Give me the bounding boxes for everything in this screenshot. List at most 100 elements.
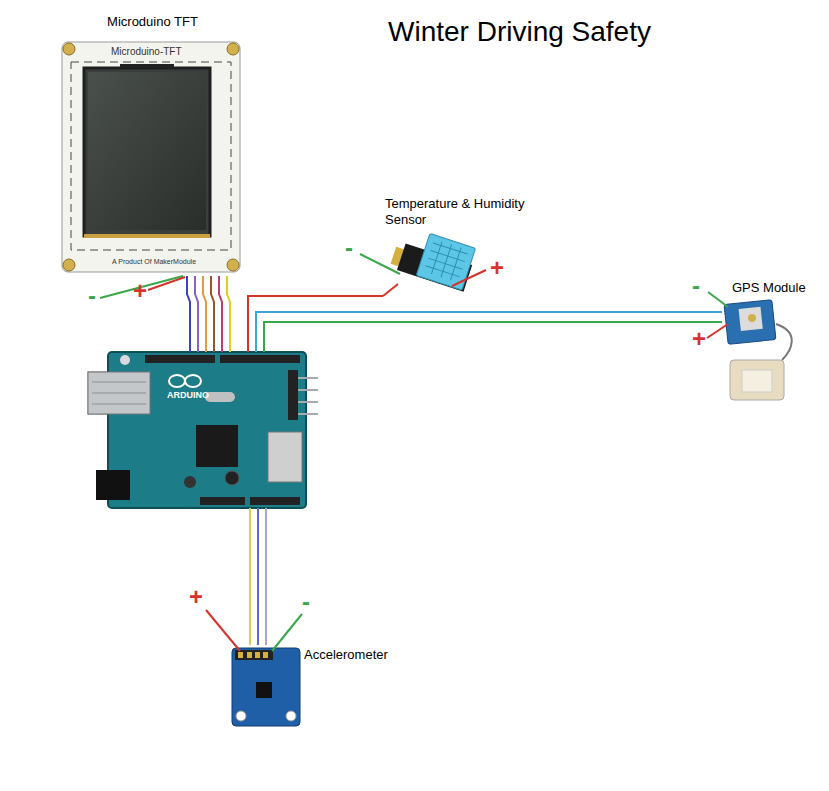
arduino-board-part — [220, 355, 300, 363]
polarity-mark: - — [88, 284, 96, 308]
tft-board-part — [71, 62, 231, 250]
gps-module — [724, 300, 792, 400]
accelerometer-board-part — [263, 652, 268, 658]
power-wire-part — [206, 610, 240, 651]
board-print: A Product Of MakerModule — [112, 257, 196, 266]
arduino-board — [88, 352, 318, 508]
polarity-mark: + — [692, 327, 706, 351]
tft-board-part — [84, 234, 210, 238]
accelerometer-board-part — [235, 650, 273, 660]
arduino-board-part — [205, 392, 235, 402]
polarity-mark: + — [490, 256, 504, 280]
dht-sensor-part — [416, 233, 475, 290]
tft-board-part — [88, 72, 206, 230]
arduino-board-part — [92, 393, 146, 394]
node-heading: GPS Module — [732, 280, 806, 296]
arduino-board-part — [184, 476, 196, 488]
tft-board-part — [63, 43, 75, 55]
accelerometer-board-part — [238, 652, 243, 658]
wire — [195, 276, 198, 352]
gps-module: GPS Module — [722, 277, 822, 402]
arduino-board-part — [250, 497, 300, 505]
node-heading: Microduino TFT — [55, 14, 250, 30]
gps-module-part — [739, 307, 763, 331]
dht-sensor-part — [441, 245, 452, 277]
gps-module-part — [748, 314, 756, 322]
power-wire-part — [707, 324, 728, 338]
arduino-board-part — [200, 497, 245, 505]
wire — [256, 312, 722, 352]
power-wire — [360, 254, 486, 296]
wire — [187, 276, 190, 352]
accelerometer-board-part — [247, 652, 252, 658]
dht-sensor — [389, 225, 477, 292]
tft-board — [62, 42, 240, 272]
power-wire-part — [148, 277, 185, 290]
accelerometer-board-part — [236, 711, 246, 721]
arduino-board-part — [298, 413, 318, 415]
arduino-board-part — [92, 393, 146, 394]
arduino-board-part — [298, 389, 318, 391]
wire — [265, 508, 267, 645]
tft-board-part — [63, 259, 75, 271]
accelerometer-board — [232, 648, 300, 726]
wire — [248, 296, 383, 352]
arduino-board-part — [120, 355, 130, 365]
power-wire-part — [272, 614, 302, 651]
gps-module-part — [742, 370, 772, 392]
power-wire — [707, 292, 728, 338]
arduino-board-part — [225, 471, 239, 485]
tft-board-part — [120, 64, 174, 68]
polarity-mark: - — [692, 274, 700, 298]
power-wire-part — [383, 284, 398, 296]
accelerometer-board-part — [256, 682, 272, 698]
arduino-board-part — [196, 425, 238, 467]
accelerometer-board-part — [232, 648, 300, 726]
arduino-board-part — [88, 372, 150, 414]
arduino-board-part — [92, 404, 146, 405]
gps-module-part — [724, 300, 776, 345]
wire — [264, 322, 722, 352]
power-wire-part — [708, 292, 728, 307]
power-wire-part — [452, 270, 486, 286]
wire — [257, 508, 259, 645]
arduino-board-part — [96, 470, 130, 500]
gps-module-part — [730, 360, 784, 400]
accelerometer-board-part — [255, 652, 260, 658]
wire — [211, 276, 214, 352]
accelerometer-board-part — [286, 711, 296, 721]
wire — [249, 508, 251, 645]
tft-board-part — [227, 43, 239, 55]
diagram-title: Winter Driving Safety — [388, 15, 651, 49]
arduino-board-part — [92, 382, 146, 383]
polarity-mark: - — [302, 590, 310, 614]
polarity-mark: + — [189, 585, 203, 609]
tft-board-part — [62, 42, 240, 272]
arduino-board-part — [268, 432, 302, 482]
accelerometer: Accelerometer — [228, 645, 391, 730]
wire — [203, 276, 206, 352]
arduino-board-part — [169, 375, 185, 387]
arduino-board: ARDUINO — [105, 352, 307, 508]
tft-board-part — [84, 68, 210, 236]
wire — [219, 276, 222, 352]
node-heading: Accelerometer — [304, 647, 388, 663]
dht-sensor-part — [451, 248, 462, 280]
arduino-board-part — [298, 377, 318, 379]
arduino-board-part — [288, 370, 298, 420]
dht-sensor-part — [431, 242, 442, 274]
wire — [227, 276, 230, 352]
arduino-board-part — [185, 375, 201, 387]
power-wire — [206, 610, 302, 651]
gps-module-part — [776, 324, 792, 360]
polarity-mark: - — [345, 236, 353, 260]
node-heading: Temperature & Humidity Sensor — [385, 196, 543, 228]
board-print: Microduino-TFT — [111, 46, 182, 58]
tft-board-part — [227, 259, 239, 271]
power-wire-part — [360, 254, 400, 274]
arduino-board-part — [88, 372, 150, 414]
arduino-board-part — [298, 401, 318, 403]
